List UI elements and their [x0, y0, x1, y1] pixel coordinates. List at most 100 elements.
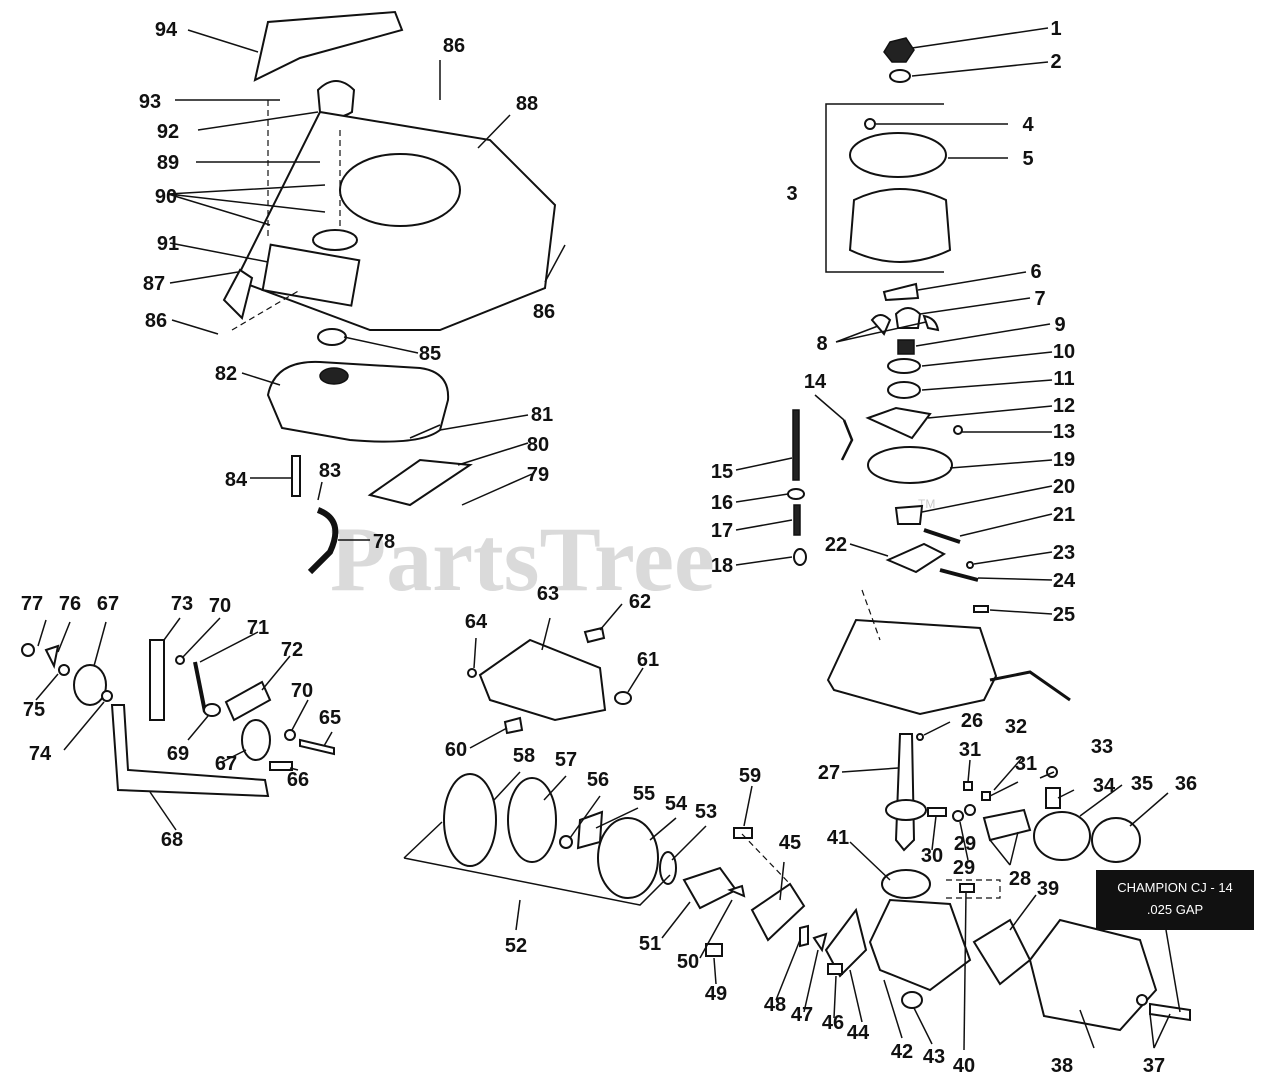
part-65-shape — [299, 738, 335, 756]
part-flywheel — [848, 188, 952, 263]
callout-37: 37 — [1143, 1055, 1165, 1077]
watermark: PartsTree — [330, 508, 715, 610]
part-27-shape — [894, 733, 916, 852]
callout-80: 80 — [527, 434, 549, 456]
spark-plug-label: CHAMPION CJ - 14 .025 GAP — [1096, 870, 1254, 1013]
callout-74: 74 — [29, 743, 52, 765]
part-70b-shape — [284, 729, 296, 741]
callout-78: 78 — [373, 531, 395, 553]
part-55-shape — [576, 810, 604, 850]
part-75-shape — [58, 664, 70, 676]
callout-15: 15 — [711, 461, 733, 483]
part-76-shape — [44, 644, 60, 670]
callout-31: 31 — [959, 739, 981, 761]
part-46-shape — [827, 963, 843, 975]
callout-86: 86 — [533, 301, 555, 323]
callout-29: 29 — [953, 857, 975, 879]
part-43-shape — [901, 991, 923, 1009]
callout-70: 70 — [209, 595, 231, 617]
part-94-shape — [253, 10, 404, 82]
part-66-shape — [269, 761, 293, 771]
part-24-shape — [939, 568, 979, 582]
callout-64: 64 — [465, 611, 488, 633]
part-19-shape — [867, 446, 953, 484]
part-47-shape — [812, 932, 828, 953]
callout-31: 31 — [1015, 753, 1037, 775]
shroud-hole — [312, 229, 358, 251]
part-8-shape — [870, 314, 940, 336]
callout-89: 89 — [157, 152, 179, 174]
part-29b-shape — [964, 804, 976, 816]
part-73-shape — [149, 639, 165, 721]
part-68-shape — [110, 704, 270, 798]
callout-75: 75 — [23, 699, 45, 721]
part-87-shape — [222, 268, 254, 320]
callout-62: 62 — [629, 591, 651, 613]
callout-86: 86 — [145, 310, 167, 332]
part-67b-shape — [241, 719, 271, 761]
air-cleaner-group — [403, 626, 806, 957]
part-80-shape — [367, 458, 473, 507]
callout-67: 67 — [215, 753, 237, 775]
callout-58: 58 — [513, 745, 535, 767]
part-56-shape — [559, 835, 573, 849]
engine-group — [787, 37, 1191, 1032]
part-3-bracket — [825, 103, 944, 273]
callout-40: 40 — [953, 1055, 975, 1077]
part-31b-shape — [981, 791, 991, 801]
part-11-shape — [887, 381, 921, 399]
part-59-shape — [733, 827, 753, 839]
part-81-shape — [409, 424, 441, 439]
callout-84: 84 — [225, 469, 248, 491]
callout-87: 87 — [143, 273, 165, 295]
part-49-shape — [705, 943, 723, 957]
part-42-shape — [868, 898, 972, 992]
callout-81: 81 — [531, 404, 553, 426]
callout-20: 20 — [1053, 476, 1075, 498]
part-25-shape — [973, 605, 989, 613]
callout-22: 22 — [825, 534, 847, 556]
part-91-decal-shape — [261, 243, 361, 307]
part-67a-shape — [73, 664, 107, 706]
callout-65: 65 — [319, 707, 341, 729]
callout-47: 47 — [791, 1004, 813, 1026]
part-29a-shape — [952, 810, 964, 822]
callout-93: 93 — [139, 91, 161, 113]
part-61-shape — [614, 691, 632, 705]
callout-59: 59 — [739, 765, 761, 787]
part-84-shape — [291, 455, 301, 497]
callout-1: 1 — [1050, 18, 1061, 40]
callout-82: 82 — [215, 363, 237, 385]
callout-16: 16 — [711, 492, 733, 514]
part-31a-shape — [963, 781, 973, 791]
part-51-shape — [682, 866, 738, 910]
callout-19: 19 — [1053, 449, 1075, 471]
part-48-shape — [799, 924, 809, 948]
callout-76: 76 — [59, 593, 81, 615]
part-57-shape — [507, 777, 557, 863]
part-16-shape — [787, 488, 805, 500]
callout-53: 53 — [695, 801, 717, 823]
callout-38: 38 — [1051, 1055, 1073, 1077]
callout-29: 29 — [954, 833, 976, 855]
callout-63: 63 — [537, 583, 559, 605]
part-39-shape — [972, 918, 1032, 986]
callout-70: 70 — [291, 680, 313, 702]
part-50-shape — [727, 884, 746, 898]
callout-18: 18 — [711, 555, 733, 577]
callout-30: 30 — [921, 845, 943, 867]
callout-43: 43 — [923, 1046, 945, 1068]
part-40-shape — [959, 883, 975, 893]
callout-6: 6 — [1030, 261, 1041, 283]
leader-lines — [35, 27, 1171, 1051]
callout-56: 56 — [587, 769, 609, 791]
part-13-shape — [953, 425, 963, 435]
callout-83: 83 — [319, 460, 341, 482]
callout-44: 44 — [847, 1022, 870, 1044]
callout-13: 13 — [1053, 421, 1075, 443]
part-17-shape — [793, 504, 801, 536]
part-54-shape — [597, 817, 659, 899]
governor-linkage-group — [21, 639, 335, 798]
callout-27: 27 — [818, 762, 840, 784]
